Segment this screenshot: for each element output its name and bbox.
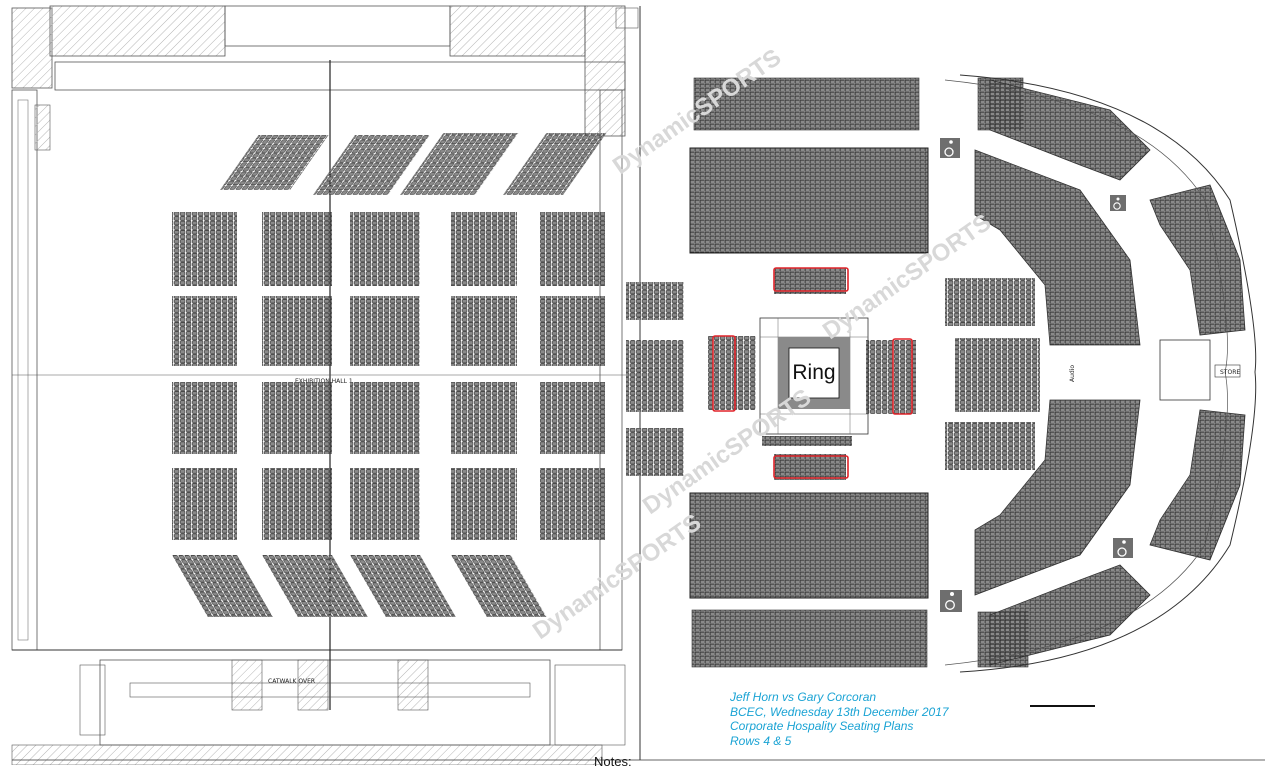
highlight-bottom — [773, 455, 849, 479]
left-hall-seating — [172, 133, 607, 617]
store-label: STORE — [1220, 369, 1240, 376]
highlight-left — [712, 335, 736, 412]
wheelchair-icon — [1110, 195, 1126, 211]
caption-line-4: Rows 4 & 5 — [730, 733, 792, 748]
arena-seating — [626, 74, 1257, 673]
highlighted-rows — [712, 267, 913, 479]
wheelchair-icon — [940, 138, 960, 158]
caption-line-3: Corporate Hospality Seating Plans — [730, 719, 914, 733]
exhibition-hall-walls — [11, 5, 641, 765]
wheelchair-icon — [1113, 538, 1133, 558]
highlight-right — [892, 338, 913, 415]
hall-label: EXHIBITION HALL 1 — [295, 378, 353, 385]
caption-line-1: Jeff Horn vs Gary Corcoran — [730, 690, 877, 704]
notes-label: Notes: — [594, 754, 632, 769]
catwalk-label: CATWALK OVER — [268, 678, 315, 685]
ring-label: Ring — [792, 361, 835, 384]
event-caption: Jeff Horn vs Gary Corcoran BCEC, Wednesd… — [730, 690, 949, 748]
highlight-top — [773, 267, 849, 292]
ring-area: Ring — [759, 317, 869, 435]
audio-label: Audio — [1069, 365, 1076, 382]
wheelchair-icon — [940, 590, 962, 612]
caption-line-2: BCEC, Wednesday 13th December 2017 — [730, 704, 949, 719]
